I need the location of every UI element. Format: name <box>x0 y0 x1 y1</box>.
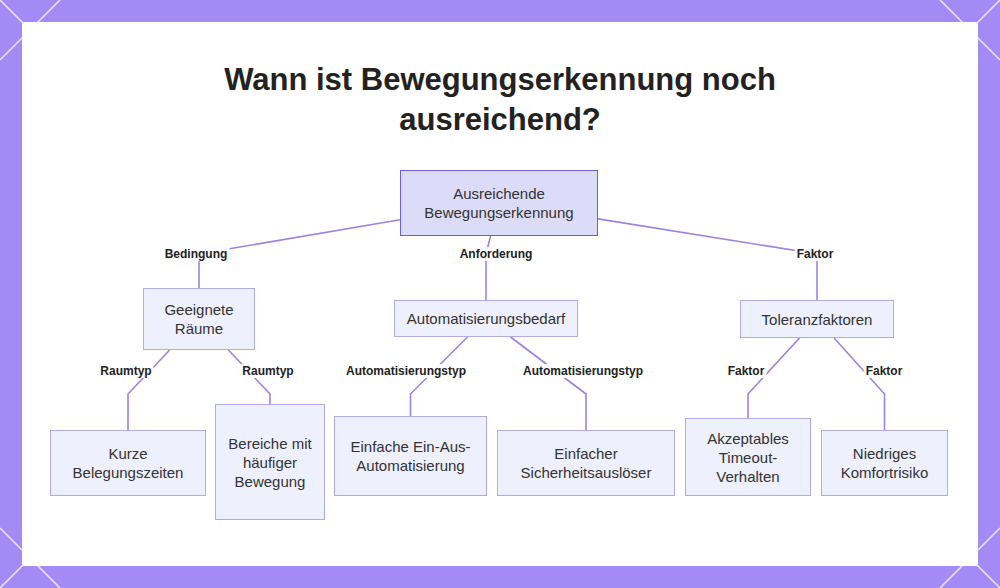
connector-line <box>748 338 800 418</box>
connector-line <box>834 338 884 430</box>
root-box: Ausreichende Bewegungserkennung <box>400 170 598 236</box>
concept-box: Akzeptables Timeout-Verhalten <box>685 418 811 496</box>
edge-label: Bedingung <box>163 247 230 261</box>
concept-box: Toleranzfaktoren <box>740 300 894 338</box>
node-text: Einfacher Sicherheitsauslöser <box>506 444 666 482</box>
edge-label: Automatisierungstyp <box>521 364 645 378</box>
diagram-title: Wann ist Bewegungserkennung noch ausreic… <box>200 60 800 140</box>
edge-label: Faktor <box>795 247 836 261</box>
edge-label: Faktor <box>864 364 905 378</box>
concept-box: Niedriges Komfortrisiko <box>821 430 948 496</box>
concept-box: Einfache Ein-Aus-Automatisierung <box>334 416 487 496</box>
node-text: Bereiche mit häufiger Bewegung <box>224 434 316 491</box>
concept-box: Einfacher Sicherheitsauslöser <box>497 430 675 496</box>
node-text-group: Akzeptables Timeout-Verhalten <box>694 429 802 486</box>
edge-label: Faktor <box>726 364 767 378</box>
node-text-group: Geeignete Räume <box>152 300 246 338</box>
edge-label: Raumtyp <box>98 364 153 378</box>
node-text-group: Kurze Belegungszeiten <box>59 444 197 482</box>
edge-label: Automatisierungstyp <box>344 364 468 378</box>
connector-line <box>598 219 817 300</box>
node-text: Kurze Belegungszeiten <box>59 444 197 482</box>
node-text: Niedriges Komfortrisiko <box>830 444 939 482</box>
node-text-group: Einfacher Sicherheitsauslöser <box>506 444 666 482</box>
node-text-group: Niedriges Komfortrisiko <box>830 444 939 482</box>
node-text: Toleranzfaktoren <box>762 310 873 329</box>
edge-label: Anforderung <box>458 247 535 261</box>
node-text-group: Bereiche mit häufiger Bewegung <box>224 434 316 491</box>
connector-line <box>486 236 491 300</box>
connector-line <box>511 337 586 430</box>
concept-box: Kurze Belegungszeiten <box>50 430 206 496</box>
concept-box: Automatisierungsbedarf <box>394 300 578 337</box>
node-text-group: Automatisierungsbedarf <box>407 309 565 328</box>
node-text: Einfache Ein-Aus-Automatisierung <box>343 437 478 475</box>
edge-label: Raumtyp <box>240 364 295 378</box>
node-text: Akzeptables Timeout-Verhalten <box>694 429 802 486</box>
node-text-group: Einfache Ein-Aus-Automatisierung <box>343 437 478 475</box>
connector-line <box>128 350 170 430</box>
node-text: Automatisierungsbedarf <box>407 309 565 328</box>
concept-box: Bereiche mit häufiger Bewegung <box>215 404 325 520</box>
concept-box: Geeignete Räume <box>143 288 255 350</box>
node-text-group: Toleranzfaktoren <box>762 310 873 329</box>
node-text: Ausreichende Bewegungserkennung <box>409 184 589 222</box>
node-text-group: Ausreichende Bewegungserkennung <box>409 184 589 222</box>
node-text: Geeignete Räume <box>152 300 246 338</box>
